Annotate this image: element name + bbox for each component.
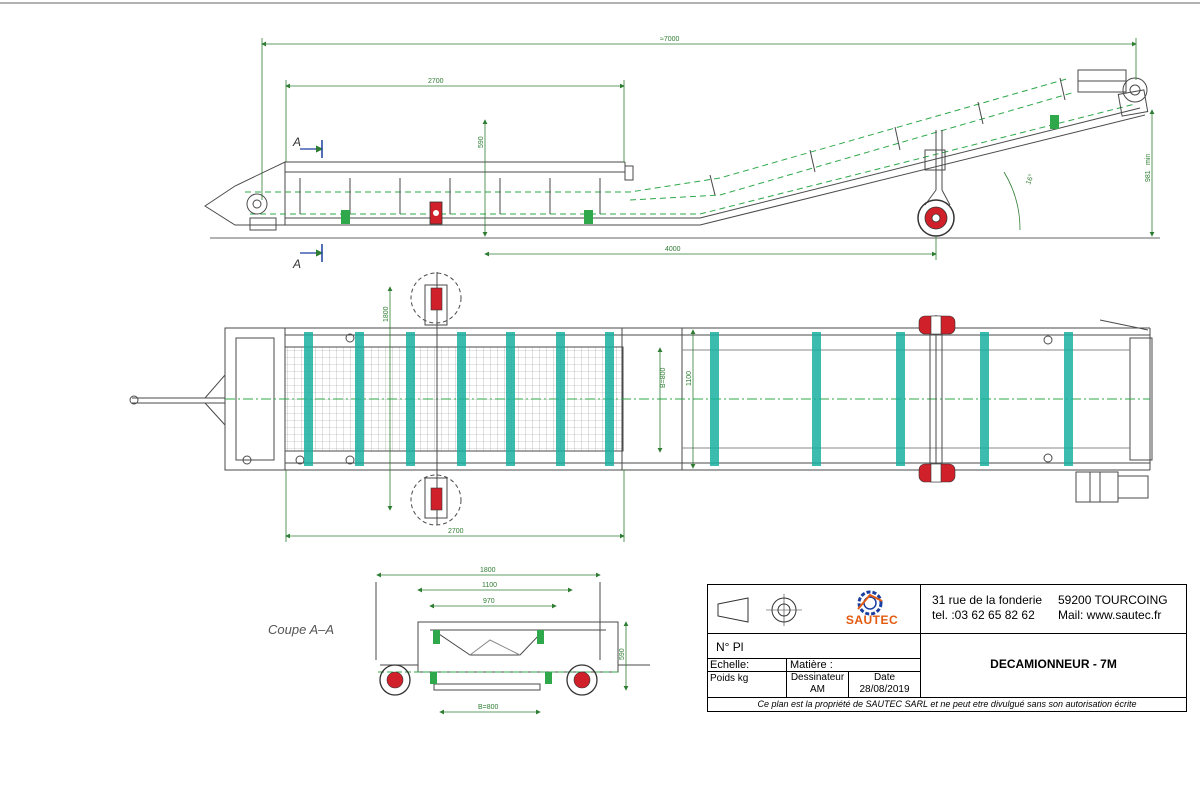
dim-plan-track: 1800 (383, 306, 390, 322)
dim-sec-belt: B=800 (478, 704, 499, 711)
date-label: Date (873, 672, 896, 683)
gear-logo-icon (857, 590, 883, 616)
drafter-label: Dessinateur (790, 672, 845, 683)
sautec-logo: SAUTEC (826, 585, 916, 633)
drafter-value: AM (810, 684, 825, 695)
side-elevation-labels: ≈7000 2700 590 4000 981 min 16° (428, 36, 1152, 253)
plan-dimensions (285, 286, 696, 542)
dim-plan-belt: B=800 (660, 367, 667, 388)
dim-plan-hopper: 2700 (448, 528, 464, 535)
section-dimensions (376, 572, 629, 715)
plan-idlers (304, 287, 1073, 511)
section-mark-bottom: A (292, 257, 301, 271)
date-value: 28/08/2019 (859, 684, 910, 695)
section-labels: 1800 1100 970 590 B=800 (478, 567, 626, 711)
plan-view (129, 272, 1153, 526)
logo-text: SAUTEC (845, 613, 899, 627)
side-elevation-view (204, 69, 1160, 239)
dim-plan-frame: 1100 (686, 371, 693, 386)
address-line2-right: Mail: www.sautec.fr (1058, 608, 1162, 622)
section-title: Coupe A–A (268, 622, 334, 637)
product-title: DECAMIONNEUR - 7M (990, 657, 1117, 671)
side-elevation-parts (341, 115, 1059, 237)
section-mark-labels: A A (292, 135, 301, 271)
dim-height-mid: 590 (478, 136, 485, 148)
section-mark-top: A (292, 135, 301, 149)
dim-sec-frame: 1100 (482, 582, 497, 589)
address-line1-left: 31 rue de la fonderie (932, 593, 1043, 607)
scale-label: Echelle: (710, 659, 750, 671)
dim-sec-height: 590 (619, 648, 626, 660)
plan-number-label: N° Pl (716, 640, 744, 654)
dim-height-end: 981 (1145, 170, 1152, 182)
title-block: SAUTEC 31 rue de la fonderie 59200 TOURC… (707, 584, 1187, 712)
side-elevation-dimensions (261, 38, 1155, 260)
section-view (375, 582, 650, 691)
dim-angle: 16° (1024, 173, 1035, 186)
plan-labels: 1800 B=800 1100 2700 (383, 306, 693, 535)
dim-sec-inner: 970 (483, 598, 495, 605)
dim-wheel-pos: 4000 (665, 246, 681, 253)
confidentiality-notice: Ce plan est la propriété de SAUTEC SARL … (757, 699, 1137, 709)
dim-hopper: 2700 (428, 78, 444, 85)
section-parts (379, 630, 598, 696)
section-cut-markers (300, 140, 324, 262)
address-line2-left: tel. :03 62 65 82 62 (932, 608, 1035, 622)
material-label: Matière : (790, 659, 833, 671)
dim-overall: ≈7000 (660, 36, 680, 43)
projection-symbol-icon (717, 594, 802, 626)
weight-label: Poids kg (710, 673, 749, 684)
dim-sec-track: 1800 (480, 567, 496, 574)
dim-height-end-unit: min (1145, 154, 1152, 165)
address-line1-right: 59200 TOURCOING (1058, 593, 1168, 607)
